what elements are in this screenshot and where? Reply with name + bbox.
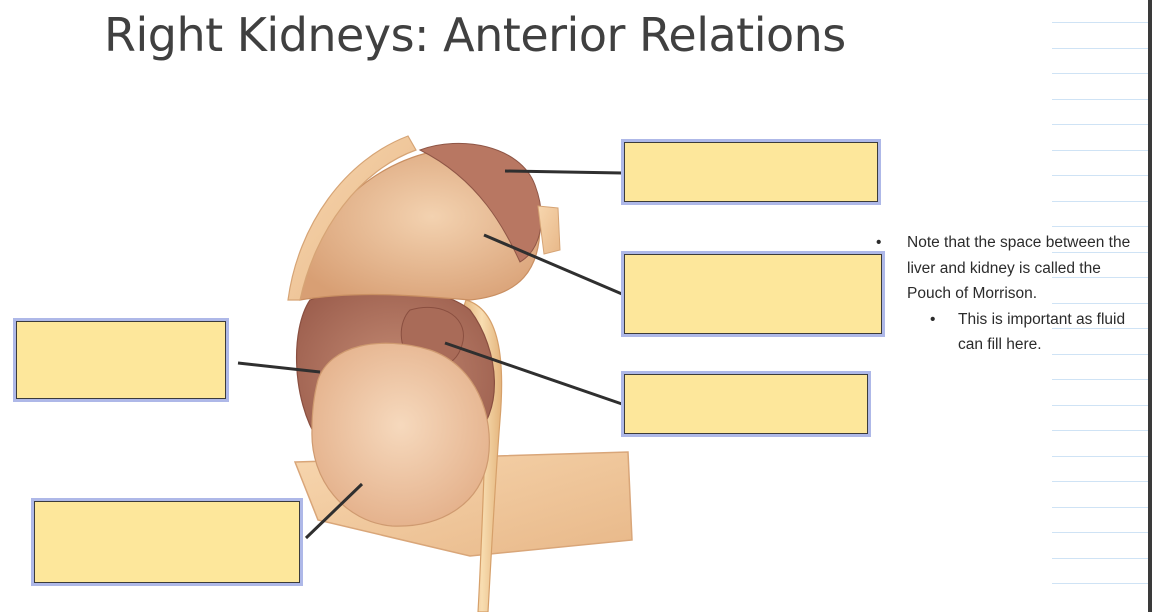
slide-title: Right Kidneys: Anterior Relations [104,8,846,62]
ruled-line [1052,583,1148,584]
ruled-line [1052,73,1148,74]
ruled-line [1052,404,1148,406]
label-box-upper-pole[interactable] [624,254,882,334]
leader-line-middle [237,361,321,374]
kidney-diagram [237,135,633,612]
label-box-adrenal[interactable] [624,142,878,202]
leader-line-hilum [444,341,623,406]
ruled-line [1052,124,1148,125]
ruled-line [1052,430,1148,431]
notes-panel: Note that the space between the liver an… [876,230,1148,358]
adrenal-gland [418,142,542,263]
ruled-line [1052,226,1148,227]
ruled-line [1052,455,1148,457]
small-peritoneal-tab [537,205,561,255]
kidney-lower-region [311,342,490,527]
ruled-line [1052,22,1148,23]
ruled-line [1052,506,1148,508]
leader-line-upper-pole [483,233,623,296]
label-box-hilum[interactable] [624,374,868,434]
leader-line-lower-pole [304,482,364,540]
note-sub-point: This is important as fluid can fill here… [876,307,1148,358]
liver-flap [287,135,417,301]
ruled-line [1052,532,1148,533]
ruled-line [1052,557,1148,559]
leader-line-adrenal [504,169,623,175]
ruled-line [1052,98,1148,100]
ruled-line [1052,149,1148,151]
ruled-line [1052,200,1148,202]
ruled-line [1052,481,1148,482]
ruled-line [1052,47,1148,49]
ruled-line [1052,175,1148,176]
ruled-line [1052,379,1148,380]
note-main-point: Note that the space between the liver an… [876,230,1148,307]
label-box-middle[interactable] [16,321,226,399]
window-edge [1148,0,1152,612]
label-box-lower-pole[interactable] [34,501,300,583]
